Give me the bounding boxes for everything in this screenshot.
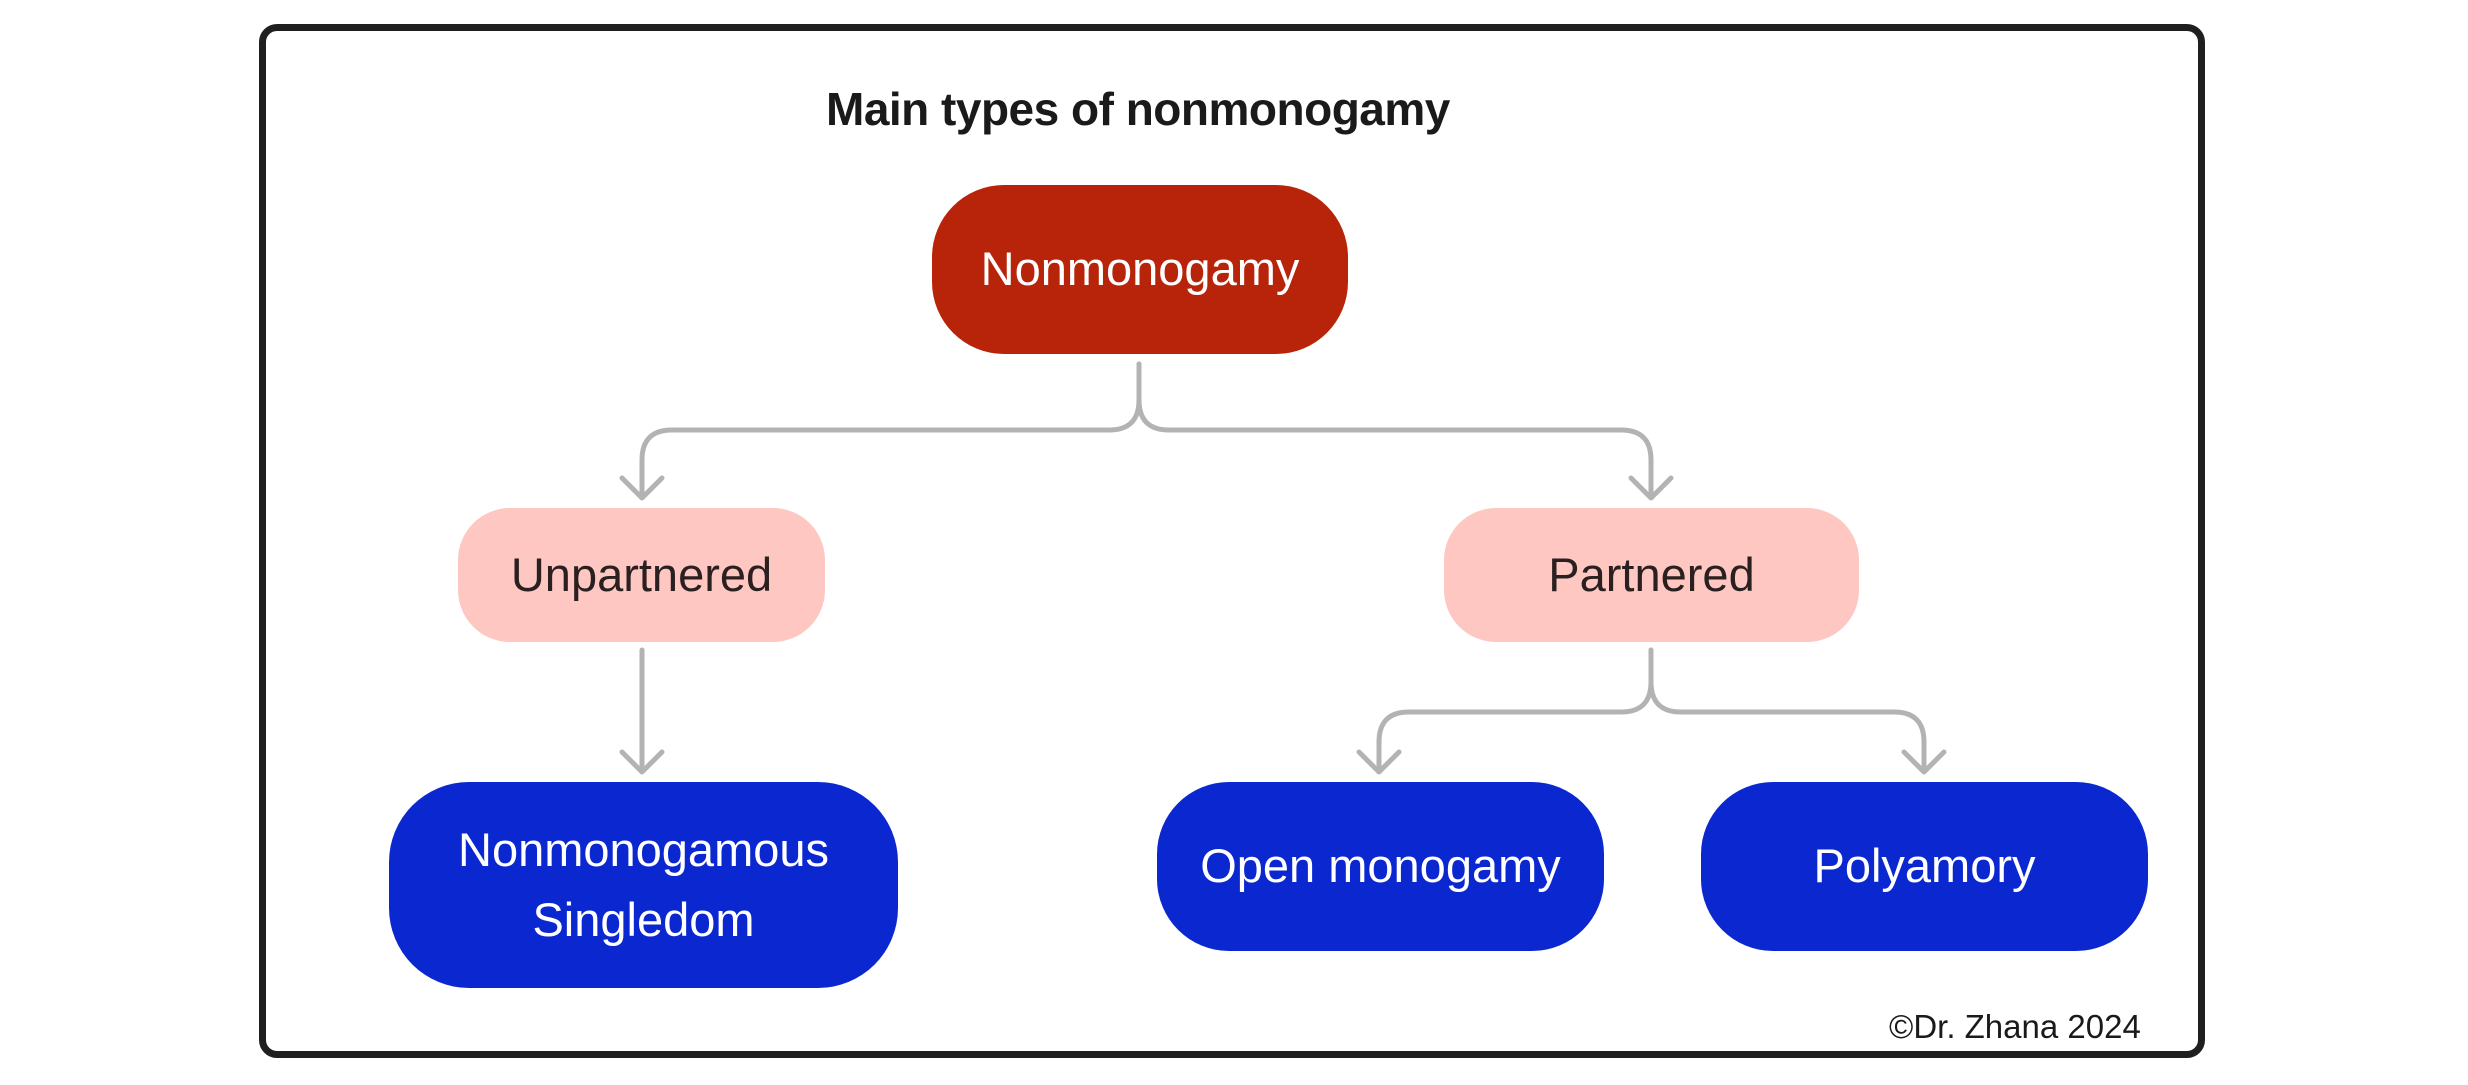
node-singledom-label-line1: Nonmonogamous xyxy=(458,822,829,876)
node-unpartnered: Unpartnered xyxy=(458,508,825,642)
node-unpartnered-label: Unpartnered xyxy=(510,547,773,601)
node-polyamory: Polyamory xyxy=(1701,782,2148,951)
diagram-title: Main types of nonmonogamy xyxy=(826,83,1450,135)
copyright-notice: ©Dr. Zhana 2024 xyxy=(1889,1008,2141,1045)
node-open-monogamy: Open monogamy xyxy=(1157,782,1604,951)
node-partnered-label: Partnered xyxy=(1548,547,1755,601)
node-nonmonogamous-singledom: Nonmonogamous Singledom xyxy=(389,782,898,988)
node-open-monogamy-label: Open monogamy xyxy=(1200,839,1561,893)
node-polyamory-label: Polyamory xyxy=(1813,839,2036,893)
node-singledom-label-line2: Singledom xyxy=(532,893,755,946)
node-nonmonogamy: Nonmonogamy xyxy=(932,185,1348,354)
node-partnered: Partnered xyxy=(1444,508,1859,642)
node-nonmonogamy-label: Nonmonogamy xyxy=(980,242,1300,296)
